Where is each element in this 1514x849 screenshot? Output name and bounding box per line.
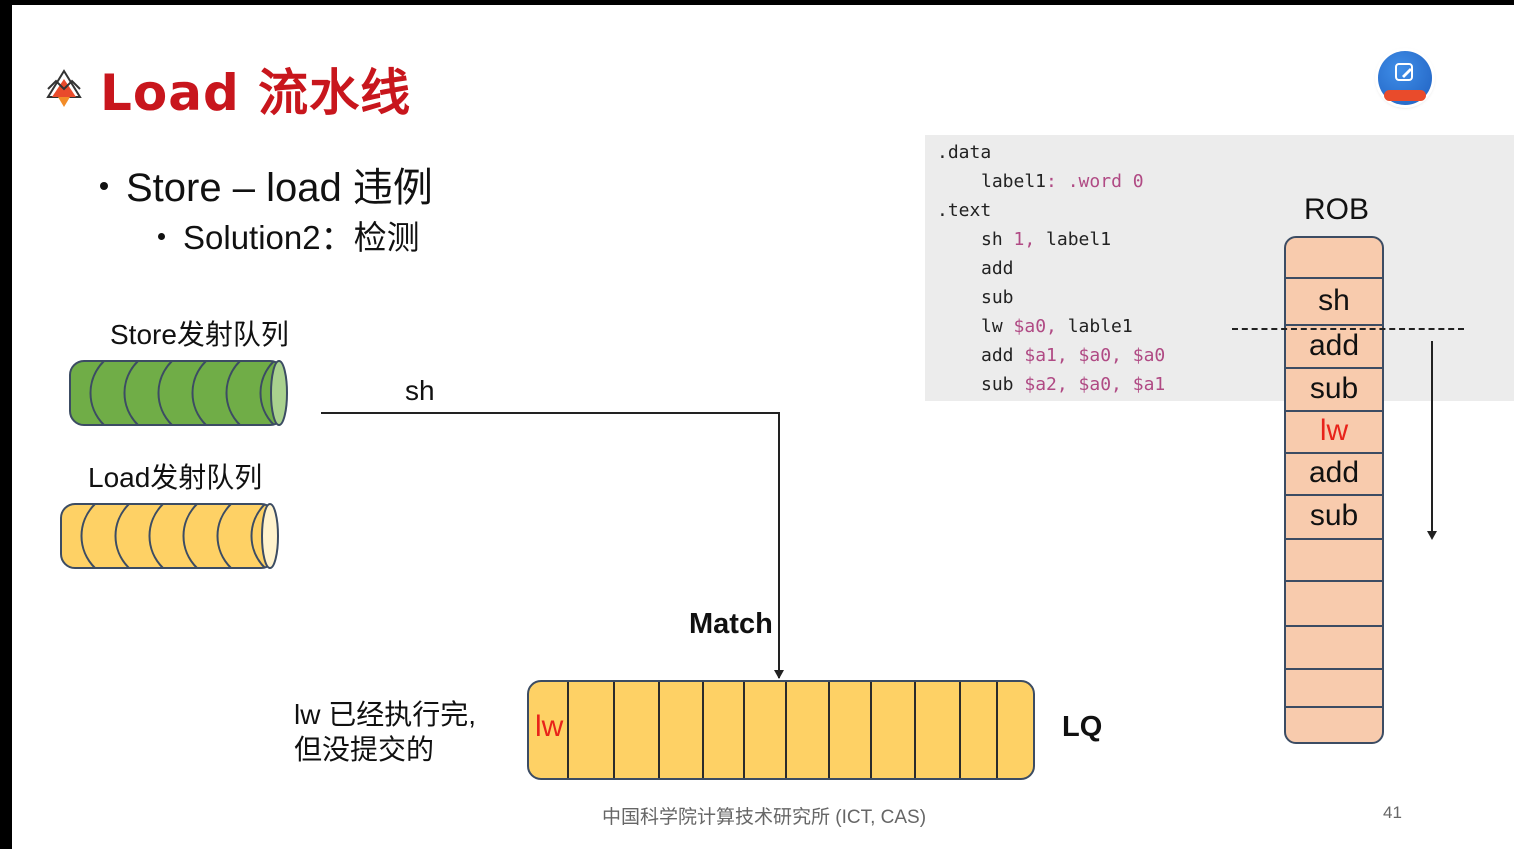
- code-line: add $a1, $a0, $a0: [981, 345, 1166, 366]
- page-number: 41: [1383, 803, 1402, 822]
- slide-title: Load 流水线: [100, 64, 412, 122]
- slide: Load 流水线 Store – load 违例 Solution2：检测 St…: [12, 5, 1514, 849]
- code-line: sub $a2, $a0, $a1: [981, 374, 1166, 395]
- lq-slot-divider: [613, 682, 615, 778]
- rob-slot-divider: [1286, 580, 1382, 582]
- broadcast-wire-horizontal: [321, 412, 780, 414]
- lw-note-line1: lw 已经执行完,: [294, 699, 477, 730]
- code-line: add: [981, 258, 1014, 279]
- lq-slot-divider: [743, 682, 745, 778]
- lq-slot-divider: [785, 682, 787, 778]
- lq-slot-divider: [567, 682, 569, 778]
- code-line: .data: [937, 142, 992, 163]
- match-label: Match: [689, 608, 773, 640]
- lq-label: LQ: [1062, 711, 1103, 743]
- store-broadcast-label: sh: [405, 375, 435, 406]
- edit-icon: [1395, 63, 1413, 81]
- classroom-app-icon[interactable]: [1378, 51, 1432, 105]
- slide-footer: 中国科学院计算技术研究所 (ICT, CAS): [602, 807, 927, 828]
- load-queue: lw: [527, 680, 1035, 780]
- code-line: .text: [937, 200, 992, 221]
- rob-entry: sub: [1309, 499, 1359, 532]
- store-issue-queue: [69, 360, 288, 426]
- bullet-solution2: Solution2：检测: [158, 211, 420, 259]
- code-line: lw $a0, lable1: [981, 316, 1133, 337]
- store-issue-queue-label: Store发射队列: [110, 319, 289, 350]
- lq-slot-divider: [828, 682, 830, 778]
- rob-entry: lw: [1319, 414, 1349, 447]
- lq-slot-divider: [959, 682, 961, 778]
- lq-entry-lw: lw: [535, 710, 564, 743]
- code-line: label1: .word 0: [981, 171, 1144, 192]
- lq-slot-divider: [870, 682, 872, 778]
- arrow-down-icon: [1427, 531, 1437, 540]
- lw-note-line2: 但没提交的: [294, 734, 435, 765]
- rob-slot-divider: [1286, 494, 1382, 496]
- rob-slot-divider: [1286, 538, 1382, 540]
- rob-slot-divider: [1286, 625, 1382, 627]
- rob-slot-divider: [1286, 367, 1382, 369]
- rob-slot-divider: [1286, 452, 1382, 454]
- rob-entry: add: [1308, 328, 1360, 362]
- lq-slot-divider: [658, 682, 660, 778]
- lw-note: lw 已经执行完, 但没提交的: [294, 697, 476, 767]
- rob-slot-divider: [1286, 324, 1382, 326]
- code-line: sub: [981, 287, 1014, 308]
- rob-entry: sub: [1309, 371, 1359, 405]
- ict-mountain-logo-icon: [46, 69, 82, 107]
- lq-slot-divider: [914, 682, 916, 778]
- rob-slot-divider: [1286, 410, 1382, 412]
- load-issue-queue-label: Load发射队列: [88, 462, 263, 493]
- code-block: .data label1: .word 0 .text sh 1, label1 add…: [925, 135, 1514, 401]
- program-order-arrow: [1431, 341, 1433, 533]
- app-badge-ribbon: [1384, 90, 1426, 101]
- commit-boundary-dashed-line: [1232, 328, 1464, 330]
- rob-entry: add: [1308, 456, 1360, 489]
- rob-slot-divider: [1286, 706, 1382, 708]
- lq-slot-divider: [702, 682, 704, 778]
- load-issue-queue: [60, 503, 279, 569]
- code-line: sh 1, label1: [981, 229, 1112, 250]
- reorder-buffer: sh add sub lw add sub: [1284, 236, 1384, 744]
- bullet-store-load-violation: Store – load 违例: [100, 155, 433, 213]
- arrow-down-icon: [774, 670, 784, 679]
- broadcast-wire-vertical: [778, 412, 780, 678]
- rob-slot-divider: [1286, 668, 1382, 670]
- rob-title: ROB: [1304, 193, 1370, 226]
- rob-slot-divider: [1286, 277, 1382, 279]
- rob-entry: sh: [1318, 283, 1350, 317]
- lq-slot-divider: [996, 682, 998, 778]
